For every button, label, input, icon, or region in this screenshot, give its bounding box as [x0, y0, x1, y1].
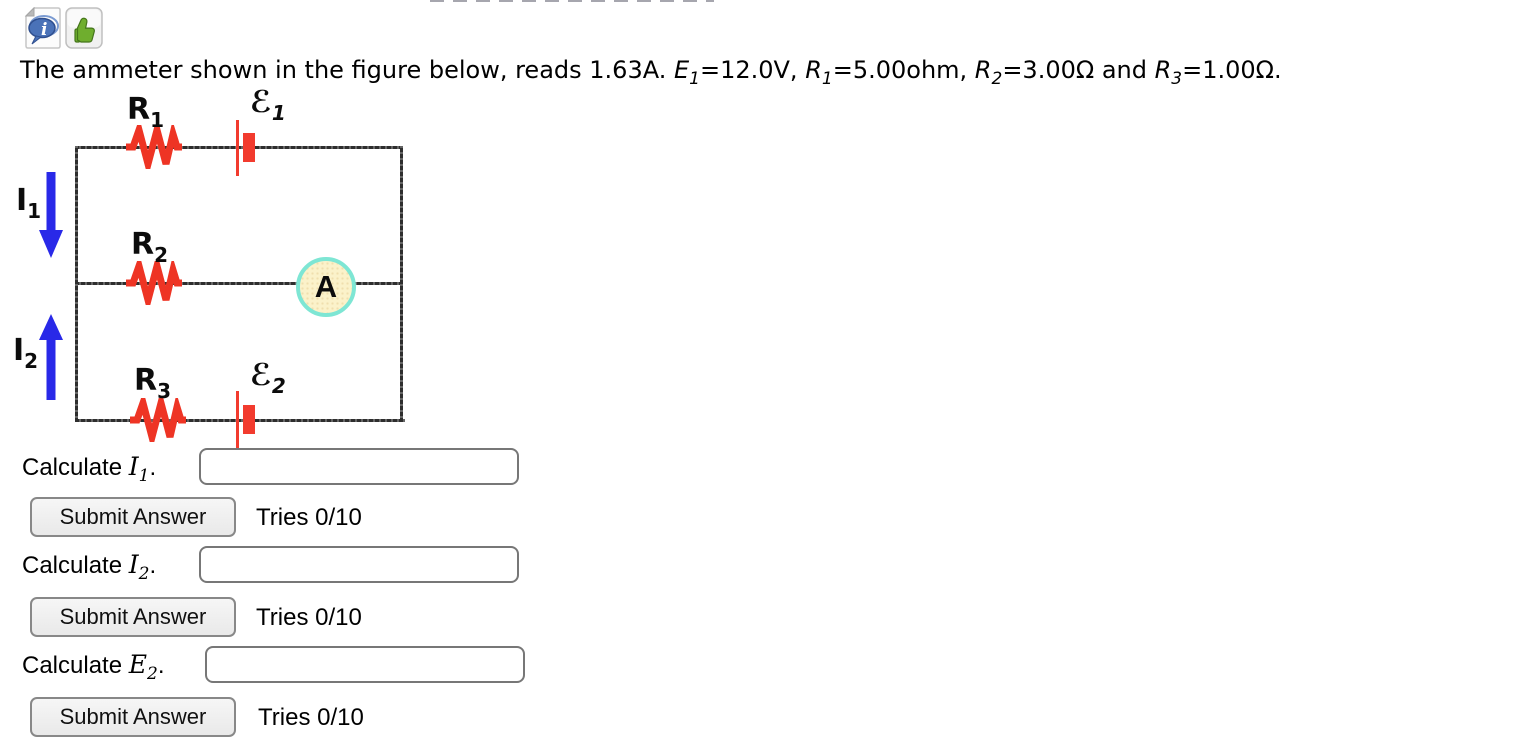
tries-counter-I1: Tries 0/10	[256, 504, 362, 531]
battery-E1-short-plate	[243, 133, 255, 162]
clipped-content-remnant	[430, 0, 714, 2]
var-R3: R	[1154, 56, 1172, 84]
calculate-I2-label: Calculate I2.	[22, 550, 157, 584]
label-R3: R3	[134, 363, 172, 404]
wire-bottom	[75, 419, 405, 422]
resistor-R3	[130, 398, 186, 442]
ammeter: A	[296, 257, 356, 317]
var-R2: R	[974, 56, 992, 84]
wire-middle	[75, 282, 403, 285]
submit-answer-button-I2[interactable]: Submit Answer	[30, 597, 236, 637]
submit-answer-button-E2[interactable]: Submit Answer	[30, 697, 236, 737]
var-R1: R	[805, 56, 822, 84]
submit-answer-button-I1[interactable]: Submit Answer	[30, 497, 236, 537]
label-R2: R2	[131, 227, 169, 268]
label-R1: R1	[127, 92, 165, 133]
discussion-icon-graphic: i	[24, 6, 61, 49]
label-emf2: ℰ2	[250, 358, 286, 399]
problem-text: The ammeter shown in the figure below, r…	[20, 56, 674, 84]
tries-counter-E2: Tries 0/10	[258, 704, 364, 731]
calculate-E2-label: Calculate E2.	[22, 650, 165, 684]
wire-right	[400, 146, 403, 422]
label-emf1: ℰ1	[250, 85, 286, 126]
tries-counter-I2: Tries 0/10	[256, 604, 362, 631]
answer-input-I1[interactable]	[199, 448, 519, 485]
discussion-icon[interactable]: i	[24, 6, 62, 49]
current-arrow-I2-up	[39, 314, 63, 400]
thumbs-up-icon-graphic	[65, 7, 103, 49]
label-I1: I1	[16, 183, 42, 224]
resistor-R2	[126, 261, 182, 305]
wire-top	[75, 146, 403, 149]
answer-input-I2[interactable]	[199, 546, 519, 583]
current-arrow-I1-down	[39, 172, 63, 258]
ammeter-label: A	[314, 269, 338, 304]
battery-E2-long-plate	[236, 391, 239, 452]
battery-E1-long-plate	[236, 120, 239, 176]
svg-text:i: i	[41, 20, 47, 40]
thumbs-up-icon[interactable]	[65, 7, 103, 49]
calculate-I1-label: Calculate I1.	[22, 452, 157, 486]
var-E1: E	[673, 56, 690, 84]
battery-E2-short-plate	[243, 405, 255, 434]
resistor-R1	[126, 125, 182, 169]
wire-left	[75, 146, 78, 422]
problem-statement: The ammeter shown in the figure below, r…	[20, 56, 1282, 89]
label-I2: I2	[13, 333, 39, 374]
answer-input-E2[interactable]	[205, 646, 525, 683]
